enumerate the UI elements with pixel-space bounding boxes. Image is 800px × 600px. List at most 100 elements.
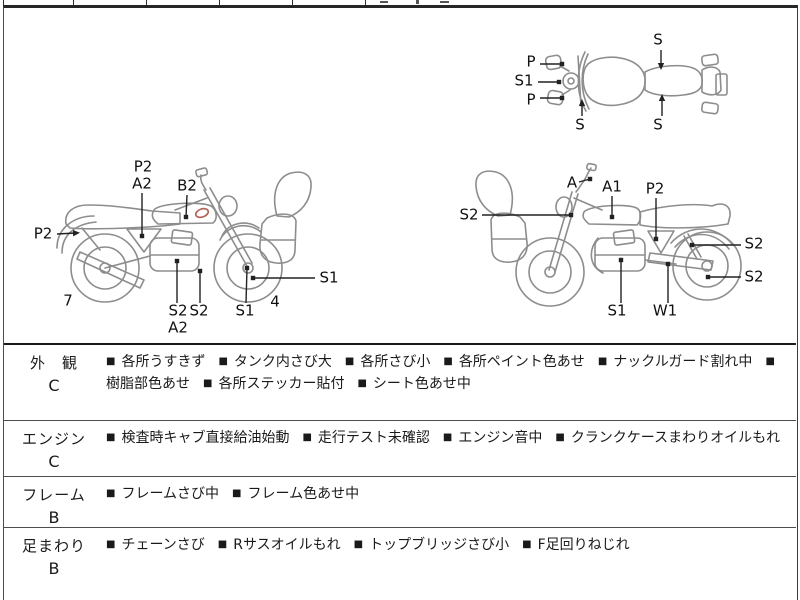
bullet-icon: ■: [232, 488, 242, 499]
marker-label-s2: S2: [189, 301, 209, 320]
issue-item: エンジン音中: [458, 430, 543, 446]
grade-label: C: [48, 452, 60, 471]
motorcycle-right-side-drawing: [475, 162, 742, 307]
condition-table: 外 観 C ■ 各所うすきず ■ タンク内さび大 ■ 各所さび小 ■ 各所ペイント色あせ ■ ナッ…: [4, 343, 796, 598]
motorcycle-top-view-drawing: [544, 51, 728, 115]
table-row: 外 観 C ■ 各所うすきず ■ タンク内さび大 ■ 各所さび小 ■ 各所ペイント色あせ ■ ナッ…: [4, 345, 796, 421]
issue-item: 検査時キャブ直接給油始動: [121, 430, 290, 446]
grade-label: C: [48, 376, 60, 395]
item-list: ■ チェーンさび ■ Rサスオイルもれ ■ トップブリッジさび小 ■ F足回りねじれ: [104, 528, 796, 598]
table-cell-divider: [3, 0, 4, 6]
marker-label-s: S: [575, 115, 585, 134]
item-list: ■ 検査時キャブ直接給油始動 ■ 走行テスト未確認 ■ エンジン音中 ■ クランクケースまわり…: [104, 421, 796, 476]
motorcycle-left-side-drawing: [56, 167, 312, 303]
table-cell-divider: [219, 0, 220, 6]
table-cell-divider: [146, 0, 147, 6]
marker-label-s2: S2: [744, 267, 764, 286]
bullet-icon: ■: [522, 539, 532, 550]
issue-item: クランクケースまわりオイルもれ: [570, 430, 781, 446]
table-cell-divider: [73, 0, 74, 6]
bullet-icon: ■: [302, 432, 312, 443]
marker-label-p2: P2: [33, 224, 53, 243]
issue-item: 各所ペイント色あせ: [458, 354, 585, 370]
marker-label-s: S: [653, 30, 663, 49]
table-row: フレーム B ■ フレームさび中 ■ フレーム色あせ中: [4, 477, 796, 528]
bullet-icon: ■: [765, 356, 775, 367]
marker-label-p2: P2: [645, 179, 665, 198]
marker-label-s1: S1: [514, 71, 534, 90]
category-cell: フレーム B: [4, 477, 104, 527]
pointer-lines: [538, 50, 666, 116]
marker-label-s1: S1: [607, 301, 627, 320]
pointer-lines: [56, 193, 315, 304]
issue-item: 各所ステッカー貼付: [218, 376, 345, 392]
item-list: ■ 各所うすきず ■ タンク内さび大 ■ 各所さび小 ■ 各所ペイント色あせ ■ ナックルガード割…: [104, 345, 796, 420]
issue-item: タンク内さび大: [233, 354, 332, 370]
issue-item: 樹脂部色あせ: [106, 376, 190, 392]
bullet-icon: ■: [357, 378, 367, 389]
grade-label: B: [48, 559, 60, 578]
item-list: ■ フレームさび中 ■ フレーム色あせ中: [104, 477, 796, 527]
grade-label: B: [48, 508, 60, 527]
marker-label-s: S: [653, 115, 663, 134]
cropped-table-row: [0, 0, 800, 6]
bullet-icon: ■: [106, 539, 116, 550]
category-cell: 足まわり B: [4, 528, 104, 598]
table-cell-divider: [292, 0, 293, 6]
bullet-icon: ■: [218, 356, 228, 367]
cropped-text-fragment: [440, 1, 449, 3]
marker-label-a2: A2: [168, 318, 188, 337]
category-label: 外 観: [29, 354, 78, 372]
marker-label-s1: S1: [319, 268, 339, 287]
issue-item: ナックルガード割れ中: [613, 354, 753, 370]
bullet-icon: ■: [443, 356, 453, 367]
marker-label-4: 4: [270, 292, 280, 311]
bullet-icon: ■: [217, 539, 228, 550]
marker-label-b2: B2: [177, 176, 197, 195]
category-label: エンジン: [21, 430, 86, 448]
marker-label-p: P: [526, 52, 536, 71]
issue-item: 各所うすきず: [121, 354, 206, 370]
bullet-icon: ■: [106, 356, 116, 367]
issue-item: フレームさび中: [121, 486, 220, 502]
table-row: 足まわり B ■ チェーンさび ■ Rサスオイルもれ ■ トップブリッジさび小 ■ F足回りね…: [4, 528, 796, 598]
marker-label-a2: A2: [132, 174, 152, 193]
cropped-text-fragment: [380, 1, 388, 3]
issue-item: F足回りねじれ: [537, 537, 630, 553]
table-cell-divider: [365, 0, 366, 6]
bullet-icon: ■: [555, 432, 565, 443]
issue-item: トップブリッジさび小: [369, 537, 510, 553]
marker-label-s2: S2: [459, 205, 479, 224]
marker-label-a1: A1: [602, 177, 622, 196]
marker-label-a: A: [566, 173, 578, 192]
issue-item: 各所さび小: [360, 354, 431, 370]
bullet-icon: ■: [597, 356, 608, 367]
issue-item: チェーンさび: [121, 537, 205, 553]
issue-item: シート色あせ中: [372, 376, 471, 392]
pointer-lines: [482, 176, 741, 303]
issue-item: 走行テスト未確認: [317, 430, 430, 446]
marker-label-7: 7: [63, 291, 73, 310]
marker-label-s1: S1: [235, 301, 255, 320]
bullet-icon: ■: [106, 432, 116, 443]
marker-label-p: P: [526, 90, 536, 109]
cropped-text-fragment: [416, 0, 419, 4]
category-cell: エンジン C: [4, 421, 104, 476]
bullet-icon: ■: [353, 539, 364, 550]
table-row: エンジン C ■ 検査時キャブ直接給油始動 ■ 走行テスト未確認 ■ エンジン音中 ■ クラン…: [4, 421, 796, 477]
bullet-icon: ■: [344, 356, 355, 367]
marker-label-w1: W1: [652, 301, 678, 320]
issue-item: Rサスオイルもれ: [233, 537, 341, 553]
marker-label-p2: P2: [133, 157, 153, 176]
category-label: 足まわり: [21, 537, 86, 555]
category-label: フレーム: [22, 486, 86, 504]
category-cell: 外 観 C: [4, 345, 104, 420]
bullet-icon: ■: [442, 432, 453, 443]
issue-item: フレーム色あせ中: [247, 486, 360, 502]
bullet-icon: ■: [203, 378, 213, 389]
bullet-icon: ■: [106, 488, 116, 499]
